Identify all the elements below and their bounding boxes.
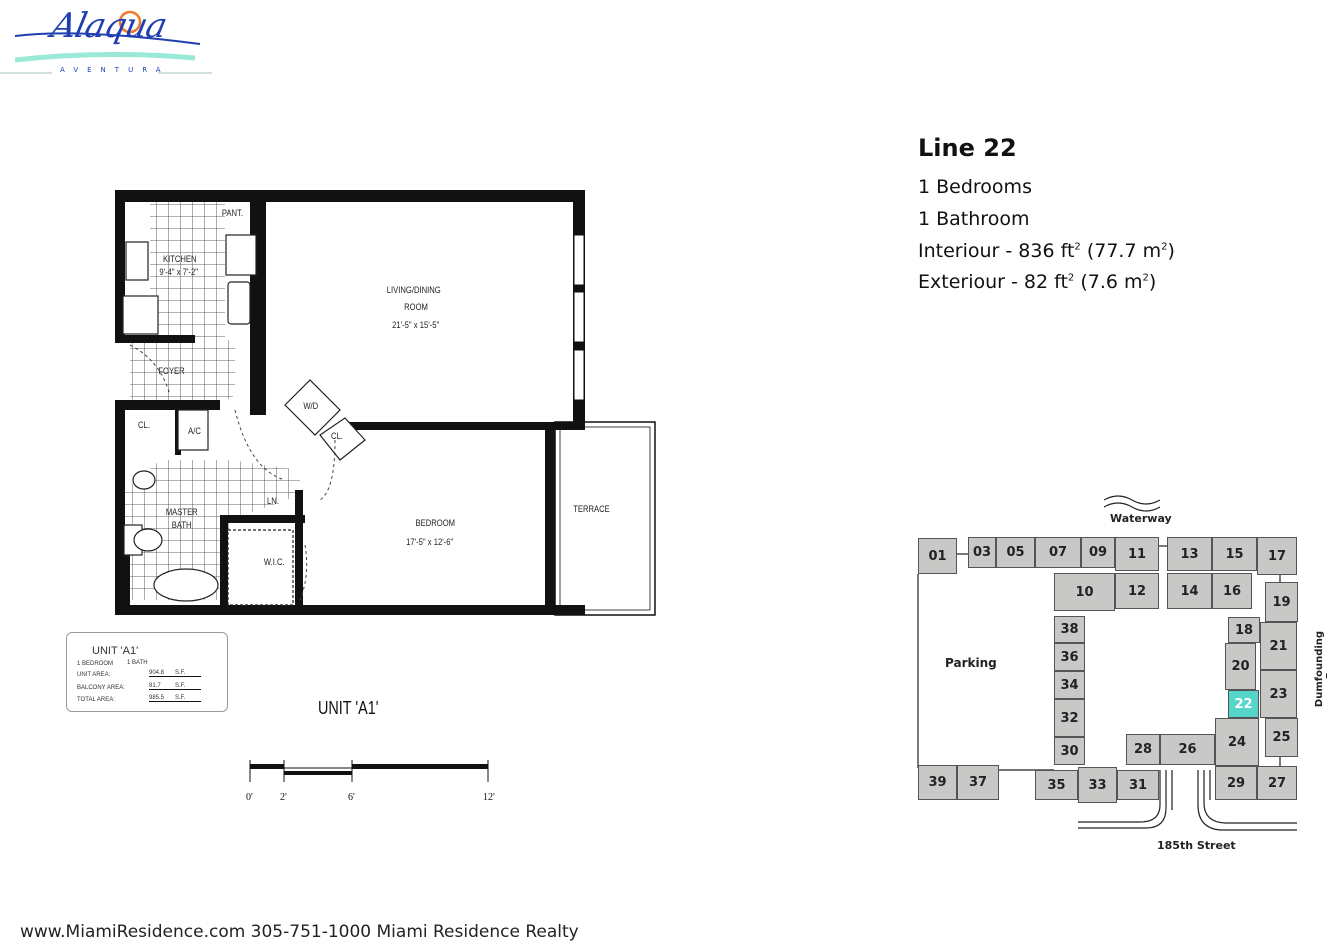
unit-24: 24 (1215, 718, 1259, 766)
row-value: 904.8 (149, 670, 201, 677)
room-pantry: PANT. (221, 208, 243, 218)
street-label: 185th Street (1157, 839, 1236, 852)
unit-38: 38 (1054, 616, 1085, 643)
room-closet-2: CL. (331, 431, 343, 441)
bathrooms: 1 Bathroom (918, 208, 1030, 230)
room-bedroom-dim: 17'-5" x 12'-6" (406, 537, 454, 547)
scale-label: 2' (280, 792, 287, 803)
unit-26: 26 (1160, 734, 1215, 765)
room-kitchen-dim: 9'-4" x 7'-2" (159, 267, 198, 277)
unit-13: 13 (1167, 537, 1212, 571)
room-living: LIVING/DINING (386, 285, 441, 295)
row-label: TOTAL AREA: (77, 697, 115, 703)
room-closet: CL. (138, 420, 150, 430)
bay-label: Dumfounding Bay (1314, 630, 1327, 708)
room-living-dim: 21'-5" x 15'-5" (392, 320, 440, 330)
waterway-label: Waterway (1110, 512, 1172, 525)
room-ac: A/C (188, 426, 201, 436)
interior-text: Interiour - 836 ft (918, 240, 1075, 262)
sup: 2 (1074, 241, 1081, 253)
paren: ) (1167, 240, 1175, 262)
unit-31: 31 (1117, 770, 1159, 800)
unit-19: 19 (1265, 582, 1298, 622)
row-unit: S.F. (175, 695, 186, 701)
room-bath: MASTER (165, 507, 198, 517)
unit-table-title: UNIT 'A1' (92, 645, 139, 657)
exterior-metric: (7.6 m (1074, 271, 1143, 293)
site-map: Waterway Parking Dumfounding Bay 185th S… (917, 495, 1327, 852)
unit-29: 29 (1215, 766, 1257, 800)
sup: 2 (1161, 241, 1168, 253)
unit-30: 30 (1054, 737, 1085, 765)
unit-05: 05 (996, 537, 1035, 568)
unit-17: 17 (1257, 537, 1297, 575)
logo-subtitle: AVENTURA (60, 66, 170, 74)
unit-15: 15 (1212, 537, 1257, 571)
unit-33: 33 (1078, 767, 1117, 803)
exterior-text: Exteriour - 82 ft (918, 271, 1068, 293)
unit-21: 21 (1260, 622, 1297, 670)
row-label: UNIT AREA: (77, 672, 111, 678)
bedrooms: 1 Bedrooms (918, 176, 1032, 198)
room-wic: W.I.C. (263, 557, 285, 567)
unit-32: 32 (1054, 699, 1085, 737)
unit-25: 25 (1265, 718, 1298, 757)
room-bath-2: BATH (171, 520, 192, 530)
unit-20: 20 (1225, 643, 1256, 690)
row-value: 81.7 (149, 683, 201, 690)
room-living-2: ROOM (404, 302, 428, 312)
unit-12: 12 (1115, 573, 1159, 609)
unit-area-table: UNIT 'A1' 1 BEDROOM 1 BATH UNIT AREA: 90… (66, 632, 228, 712)
room-kitchen: KITCHEN (162, 254, 197, 264)
room-linen: LN. (267, 496, 279, 506)
row-unit: S.F. (175, 683, 186, 689)
floor-plan-drawing (115, 190, 656, 782)
footer-contact: www.MiamiResidence.com 305-751-1000 Miam… (20, 922, 579, 942)
unit-18: 18 (1228, 617, 1260, 643)
paren: ) (1148, 271, 1157, 293)
room-terrace: TERRACE (573, 504, 610, 514)
unit-09: 09 (1081, 537, 1115, 568)
scale-label: 0' (246, 792, 253, 803)
interior-area: Interiour - 836 ft2 (77.7 m2) (918, 240, 1175, 262)
unit-07: 07 (1035, 537, 1081, 568)
unit-34: 34 (1054, 671, 1085, 699)
unit-27: 27 (1257, 766, 1297, 800)
unit-14: 14 (1167, 573, 1212, 609)
room-bedroom: BEDROOM (415, 518, 456, 528)
scale-label: 12' (483, 792, 495, 803)
unit-title: UNIT 'A1' (318, 698, 379, 718)
row-label: BALCONY AREA: (77, 685, 125, 691)
unit-23: 23 (1260, 670, 1297, 718)
unit-16: 16 (1212, 573, 1252, 609)
scale-label: 6' (348, 792, 355, 803)
room-washer-dryer: W/D (303, 401, 319, 411)
row-unit: S.F. (175, 670, 186, 676)
sup: 2 (1067, 272, 1075, 284)
row-value: 985.5 (149, 695, 201, 702)
parking-label: Parking (945, 656, 997, 670)
unit-39: 39 (918, 765, 957, 800)
unit-37: 37 (957, 765, 999, 800)
floor-plan: PANT. KITCHEN 9'-4" x 7'-2" LIVING/DININ… (0, 0, 700, 830)
unit-36: 36 (1054, 643, 1085, 671)
unit-11: 11 (1115, 537, 1159, 571)
unit-selected: 22 (1228, 690, 1259, 718)
site-map-lines (917, 495, 1297, 831)
unit-03: 03 (968, 537, 996, 568)
logo-graphic (0, 10, 212, 74)
line-title: Line 22 (918, 134, 1017, 162)
unit-table-bedroom: 1 BEDROOM (77, 661, 114, 667)
exterior-area: Exteriour - 82 ft2 (7.6 m2) (918, 271, 1156, 293)
unit-28: 28 (1126, 734, 1160, 765)
logo: Alaqua AVENTURA (0, 0, 220, 80)
unit-35: 35 (1035, 770, 1078, 800)
scale-bar (249, 760, 489, 782)
sup: 2 (1142, 272, 1149, 284)
unit-10: 10 (1054, 573, 1115, 611)
interior-metric: (77.7 m (1080, 240, 1162, 262)
unit-table-bath: 1 BATH (127, 660, 148, 666)
unit-01: 01 (918, 538, 957, 574)
room-foyer: FOYER (158, 366, 185, 376)
